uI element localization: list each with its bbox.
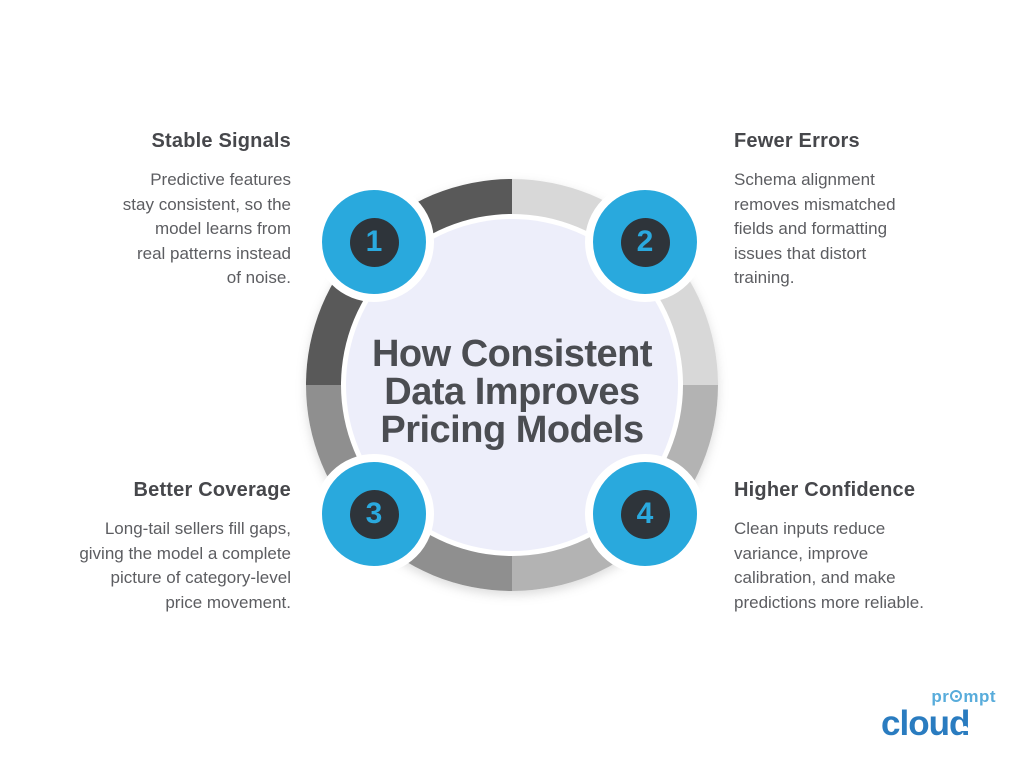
text-block-stable-signals: Stable Signals Predictive features stay … — [1, 130, 291, 291]
logo-cloud-text: cloud ☁ — [881, 704, 970, 743]
heading-better-coverage: Better Coverage — [133, 479, 291, 501]
text-block-better-coverage: Better Coverage Long-tail sellers fill g… — [1, 479, 291, 615]
node-3-badge: 3 — [314, 454, 434, 574]
aperture-icon — [950, 690, 963, 702]
node-1-badge: 1 — [314, 182, 434, 302]
node-2-inner-circle: 2 — [620, 217, 670, 267]
node-3-number: 3 — [365, 497, 383, 530]
body-better-coverage: Long-tail sellers fill gaps, giving the … — [79, 519, 291, 612]
node-4-number: 4 — [636, 497, 654, 530]
node-2-number: 2 — [636, 225, 654, 258]
node-4-badge: 4 — [585, 454, 705, 574]
body-stable-signals: Predictive features stay consistent, so … — [122, 170, 291, 287]
logo-cloud-word: cloud — [881, 704, 970, 743]
cloud-icon: ☁ — [956, 718, 970, 734]
node-4-inner-circle: 4 — [620, 489, 670, 539]
body-fewer-errors: Schema alignment removes mismatched fiel… — [734, 170, 896, 287]
node-1-number: 1 — [365, 225, 383, 258]
body-higher-confidence: Clean inputs reduce variance, improve ca… — [734, 519, 924, 612]
node-1-inner-circle: 1 — [349, 217, 399, 267]
heading-fewer-errors: Fewer Errors — [734, 130, 860, 152]
text-block-fewer-errors: Fewer Errors Schema alignment removes mi… — [734, 130, 1024, 291]
logo-prompt-pre: pr — [931, 687, 950, 706]
node-2-badge: 2 — [585, 182, 705, 302]
logo-prompt-post: mpt — [963, 687, 996, 706]
heading-higher-confidence: Higher Confidence — [734, 479, 916, 501]
diagram-title: How Consistent Data Improves Pricing Mod… — [371, 333, 653, 451]
node-3-inner-circle: 3 — [349, 489, 399, 539]
heading-stable-signals: Stable Signals — [151, 130, 291, 152]
text-block-higher-confidence: Higher Confidence Clean inputs reduce va… — [734, 479, 1024, 615]
